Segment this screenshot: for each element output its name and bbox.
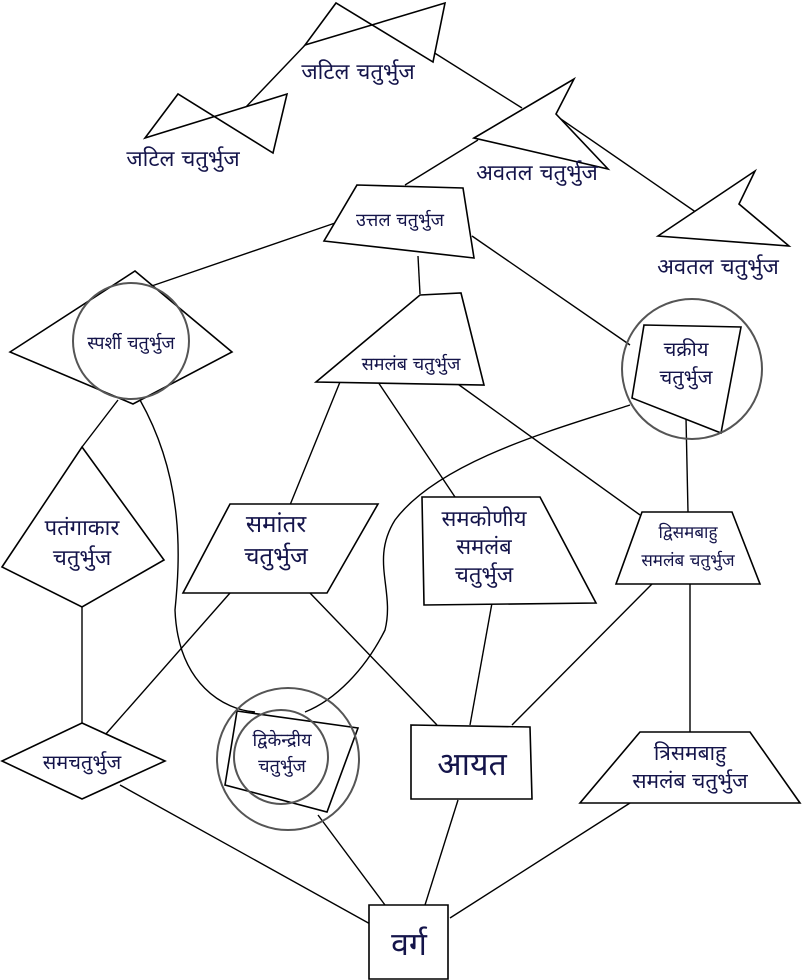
trapezoid-shape — [313, 292, 486, 386]
complex-quadrilateral-label-top: जटिल चतुर्भुज — [301, 59, 415, 85]
edge-right-trapezoid-rectangle — [469, 602, 493, 726]
edge-rectangle-square — [424, 799, 459, 906]
label-line: उत्तल चतुर्भुज — [356, 209, 445, 231]
label-line: समलंब चतुर्भुज — [362, 353, 461, 375]
edge-convex-tangential — [139, 221, 339, 291]
bicentric-outer-circle — [216, 687, 360, 831]
label-line: समलंब चतुर्भुज — [641, 550, 735, 571]
label-line: समांतर — [246, 510, 307, 538]
isosceles-trapezoid-shape — [614, 511, 762, 585]
label-line: पतंगाकार — [45, 516, 121, 541]
concave-quadrilateral-label-top: अवतल चतुर्भुज — [476, 160, 598, 186]
label-line: चतुर्भुज — [258, 755, 306, 777]
edge-complex-concave — [432, 51, 523, 109]
bicentric-quadrilateral-label: द्विकेन्द्रीय चतुर्भुज — [252, 729, 312, 777]
label-line: आयत — [437, 745, 507, 783]
concave-quadrilateral-shape-top — [471, 76, 611, 171]
label-line: समलंब चतुर्भुज — [632, 769, 748, 794]
rhombus-label: समचतुर्भुज — [43, 750, 123, 775]
edges — [81, 41, 701, 926]
label-line: द्विकेन्द्रीय — [252, 729, 312, 751]
square-shape — [368, 904, 449, 980]
edge-trapezoid-isosceles — [454, 381, 641, 516]
concave-quadrilateral-label-right: अवतल चतुर्भुज — [657, 254, 779, 280]
parallelogram-shape — [181, 503, 380, 594]
label-line: चक्रीय — [664, 337, 709, 361]
complex-quadrilateral-label-left: जटिल चतुर्भुज — [126, 146, 240, 172]
convex-quadrilateral-label: उत्तल चतुर्भुज — [356, 209, 445, 231]
edge-complex-complex — [244, 41, 309, 109]
rhombus-shape — [0, 722, 167, 800]
label-line: चतुर्भुज — [244, 542, 309, 571]
edge-tangential-kite — [81, 399, 119, 448]
edge-cyclic-isosceles — [685, 417, 689, 513]
label-line: द्विसमबाहु — [659, 522, 719, 544]
tangential-incircle — [72, 282, 190, 400]
edge-tangential-bicentric — [139, 399, 256, 713]
kite-shape — [0, 445, 166, 608]
labels: जटिल चतुर्भुज जटिल चतुर्भुज अवतल चतुर्भु… — [43, 59, 780, 963]
convex-quadrilateral-shape — [322, 184, 475, 259]
edge-tri-equilateral-square — [449, 802, 631, 919]
complex-quadrilateral-shape-left — [142, 92, 289, 155]
edge-trapezoid-right-trapezoid — [377, 381, 456, 498]
edge-convex-trapezoid — [417, 255, 421, 295]
label-line: समलंब — [456, 535, 512, 560]
tri-equilateral-trapezoid-shape — [578, 731, 802, 804]
bicentric-quadrilateral-shape — [224, 710, 360, 813]
edge-parallelogram-rhombus — [104, 592, 231, 736]
label-line: स्पर्शी चतुर्भुज — [87, 332, 175, 354]
label-line: समकोणीय — [442, 506, 528, 532]
label-line: समचतुर्भुज — [43, 750, 123, 775]
edge-convex-cyclic — [471, 235, 631, 346]
label-line: चतुर्भुज — [53, 545, 112, 571]
parallelogram-label: समांतर चतुर्भुज — [244, 510, 309, 571]
right-trapezoid-shape — [421, 496, 598, 606]
rectangle-label: आयत — [437, 745, 507, 783]
kite-label: पतंगाकार चतुर्भुज — [45, 516, 121, 571]
label-line: चतुर्भुज — [455, 562, 514, 588]
label-line: चतुर्भुज — [660, 365, 714, 390]
isosceles-trapezoid-label: द्विसमबाहु समलंब चतुर्भुज — [641, 522, 735, 571]
edge-parallelogram-rectangle — [309, 592, 438, 726]
edge-bicentric-square — [317, 814, 386, 906]
label-line: त्रिसमबाहु — [654, 741, 727, 767]
square-label: वर्ग — [391, 925, 428, 963]
edge-concave-convex — [404, 139, 479, 186]
label-line: अवतल चतुर्भुज — [657, 254, 779, 280]
label-line: अवतल चतुर्भुज — [476, 160, 598, 186]
tangential-quadrilateral-label: स्पर्शी चतुर्भुज — [87, 332, 175, 354]
edge-trapezoid-parallelogram — [289, 381, 341, 506]
label-line: वर्ग — [391, 925, 428, 963]
cyclic-circumcircle — [621, 298, 763, 440]
rectangle-shape — [410, 724, 533, 800]
edge-isosceles-rectangle — [511, 583, 653, 726]
edge-concave-concave — [554, 114, 701, 216]
label-line: जटिल चतुर्भुज — [301, 59, 415, 85]
edge-rhombus-square — [119, 784, 373, 926]
tri-equilateral-trapezoid-label: त्रिसमबाहुसमलंब चतुर्भुज — [632, 741, 748, 794]
label-line: जटिल चतुर्भुज — [126, 146, 240, 172]
cyclic-quadrilateral-label: चक्रीय चतुर्भुज — [660, 337, 714, 390]
complex-quadrilateral-shape-top — [302, 1, 447, 64]
trapezoid-label: समलंब चतुर्भुज — [362, 353, 461, 375]
concave-quadrilateral-shape-right — [655, 168, 792, 247]
bicentric-inner-circle — [233, 709, 329, 805]
